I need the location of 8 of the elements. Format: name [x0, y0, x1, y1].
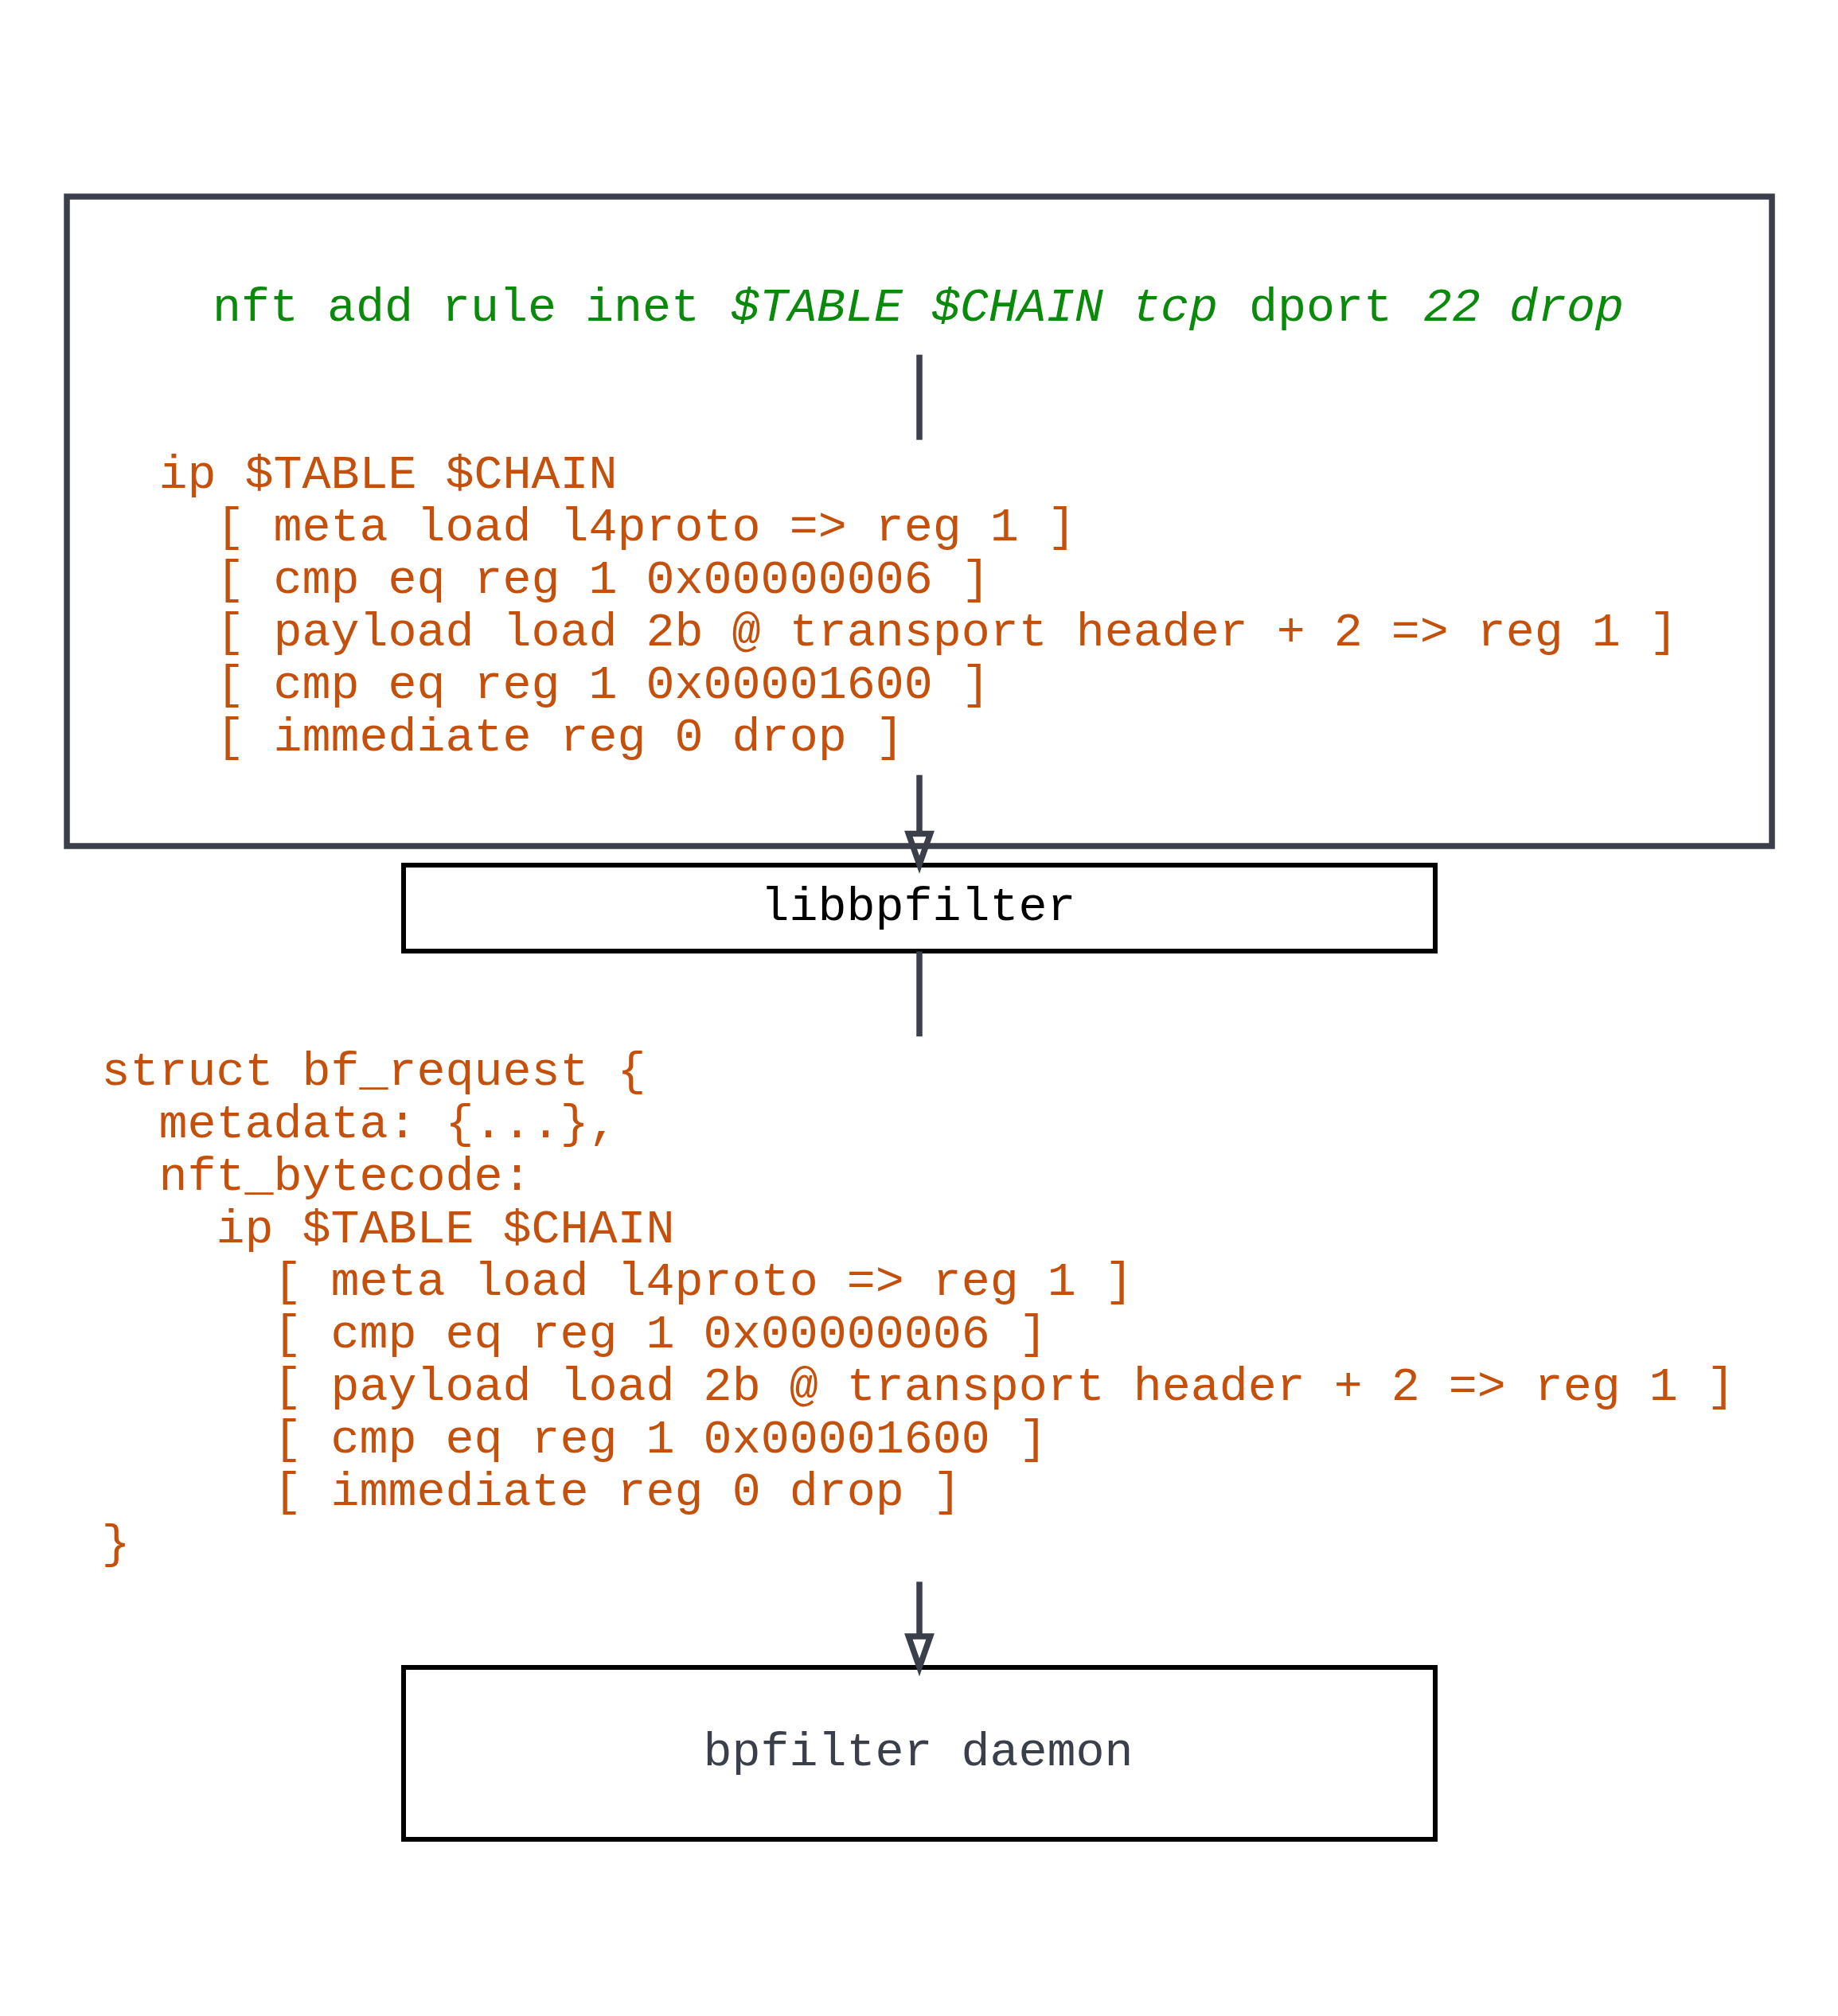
- node-box: bpfilter daemon: [400, 1664, 1438, 1842]
- node-text: struct bf_request { metadata: {...}, nft_bytecode: ip $TABLE $CHAIN [ meta load l4proto => reg 1 ] [ cmp eq reg 1 0x00000006 ] [ payload load 2b @ transport header + 2 => reg 1 ] [ cmp eq reg 1 0x00001600 ] [ immediate reg 0 drop ] }: [101, 1044, 1735, 1572]
- cluster: [63, 193, 1775, 849]
- connector: [915, 950, 923, 1036]
- node-box: libbpfilter: [400, 862, 1438, 953]
- arrow: [903, 1581, 935, 1676]
- node-text: ip $TABLE $CHAIN [ meta load l4proto => reg 1 ] [ cmp eq reg 1 0x00000006 ] [ payload load 2b @ transport header + 2 => reg 1 ] [ cmp eq reg 1 0x00001600 ] [ immediate reg 0 drop ]: [158, 447, 1678, 765]
- node-text: nft add rule inet $TABLE $CHAIN tcp dport 22 drop: [212, 280, 1624, 335]
